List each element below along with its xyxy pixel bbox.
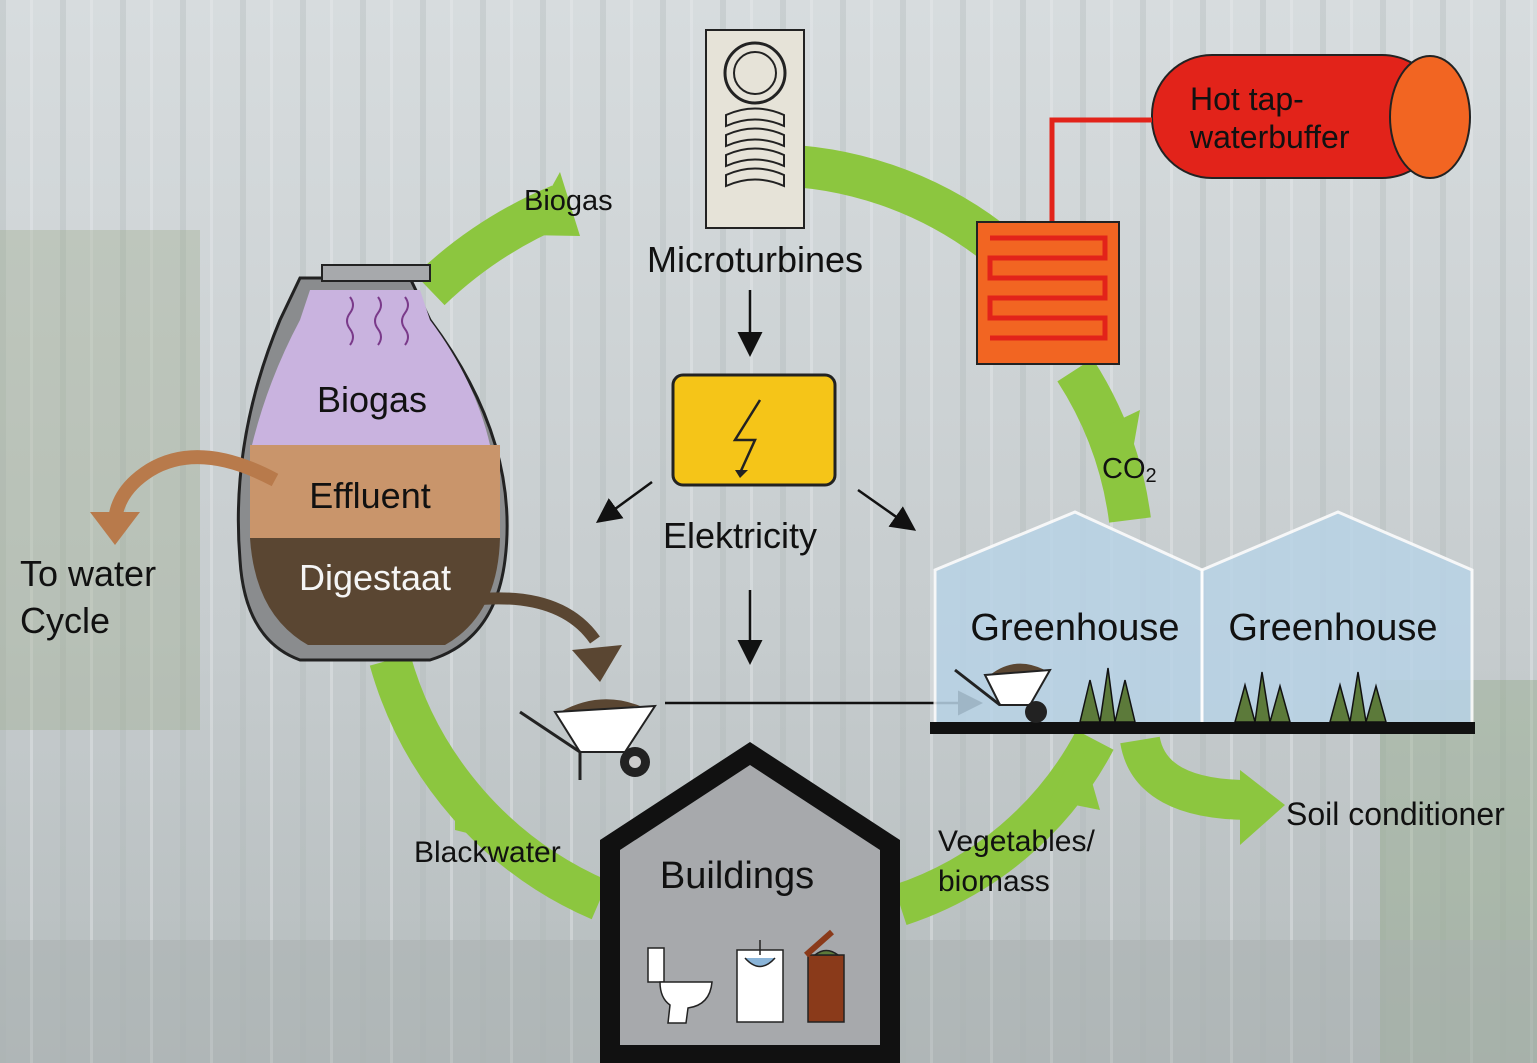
to-water-cycle-line2: Cycle	[20, 600, 110, 641]
vegetables-label-line1: Vegetables/	[938, 825, 1095, 858]
co2-subscript: 2	[1146, 465, 1157, 487]
buffer-label-line2: waterbuffer	[1189, 119, 1350, 155]
digestate-arrow	[469, 592, 622, 682]
wheelbarrow-icon	[519, 699, 657, 780]
sink-icon	[736, 940, 784, 1023]
digester-biogas-label: Biogas	[317, 379, 427, 420]
blackwater-label: Blackwater	[414, 836, 561, 869]
co2-label: CO2	[1102, 453, 1157, 487]
greenhouse-1-label: Greenhouse	[970, 607, 1179, 649]
electricity-label: Elektricity	[663, 515, 817, 556]
co2-main: CO	[1102, 453, 1146, 485]
cycle-arrows	[369, 144, 1285, 925]
water-tank-icon	[1151, 54, 1471, 179]
wheelbarrow-icon	[954, 663, 1052, 723]
soil-conditioner-label: Soil conditioner	[1286, 796, 1505, 832]
digester-tank	[236, 264, 509, 662]
microturbine-icon	[705, 29, 805, 229]
buildings-label: Buildings	[660, 855, 814, 897]
heat-exchanger-icon	[976, 221, 1120, 365]
to-water-cycle-line1: To water	[20, 553, 156, 594]
plant-icon	[1079, 667, 1387, 723]
biogas-flow-label: Biogas	[524, 185, 613, 217]
vegetables-label-line2: biomass	[938, 865, 1050, 898]
buffer-pipe	[1049, 117, 1152, 225]
electricity-arrows	[595, 290, 983, 716]
effluent-arrow	[90, 450, 279, 545]
lightning-icon	[671, 373, 837, 487]
digester-effluent-label: Effluent	[309, 475, 430, 516]
toilet-icon	[647, 947, 713, 1024]
greenhouse-2-label: Greenhouse	[1228, 607, 1437, 649]
waste-bin-icon	[804, 929, 845, 1023]
greenhouse-block	[930, 510, 1475, 734]
digester-digestate-label: Digestaat	[299, 557, 451, 598]
buffer-label-line1: Hot tap-	[1190, 81, 1304, 117]
microturbines-label: Microturbines	[647, 239, 863, 280]
